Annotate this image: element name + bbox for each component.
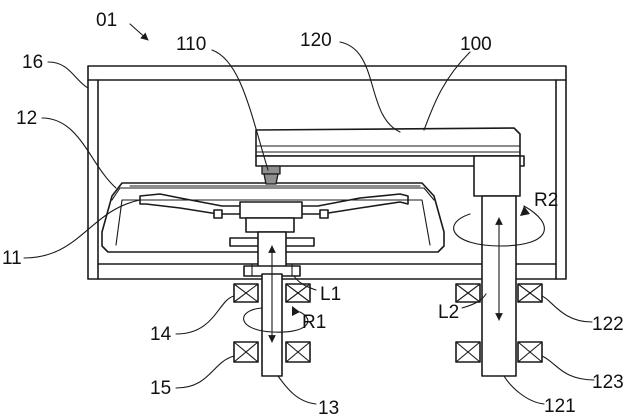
label-assembly: 01	[96, 10, 117, 31]
lift-bearing-14	[233, 283, 311, 303]
rot-r1-arrow	[243, 306, 309, 333]
label-column-rot-motion: R2	[534, 190, 558, 211]
label-arm-head: 110	[176, 34, 206, 55]
tray	[101, 182, 445, 253]
robot-arm	[255, 127, 525, 185]
label-lift-motion: L1	[320, 284, 341, 305]
label-lift-shaft: 13	[318, 398, 339, 419]
label-column-lift-motion: L2	[438, 302, 459, 323]
label-arm: 120	[300, 30, 332, 51]
label-platform: 11	[2, 248, 22, 269]
label-robot: 100	[460, 34, 492, 55]
label-column-bearing-bottom: 123	[592, 372, 624, 393]
label-tray: 12	[16, 108, 37, 129]
label-housing: 16	[22, 52, 43, 73]
column-rot-r2	[453, 205, 545, 247]
column	[473, 155, 521, 377]
rot-bearing-15	[233, 341, 311, 363]
label-rot-motion: R1	[302, 312, 326, 333]
column-bearing-122	[455, 283, 543, 303]
platform	[139, 193, 409, 247]
label-rot-bearing: 15	[150, 378, 171, 399]
label-column-bearing-top: 122	[592, 314, 624, 335]
leader-lines	[23, 23, 595, 405]
label-column: 121	[544, 396, 576, 417]
column-bearing-123	[455, 341, 543, 363]
housing	[87, 65, 567, 280]
label-lift-bearing: 14	[150, 324, 172, 345]
